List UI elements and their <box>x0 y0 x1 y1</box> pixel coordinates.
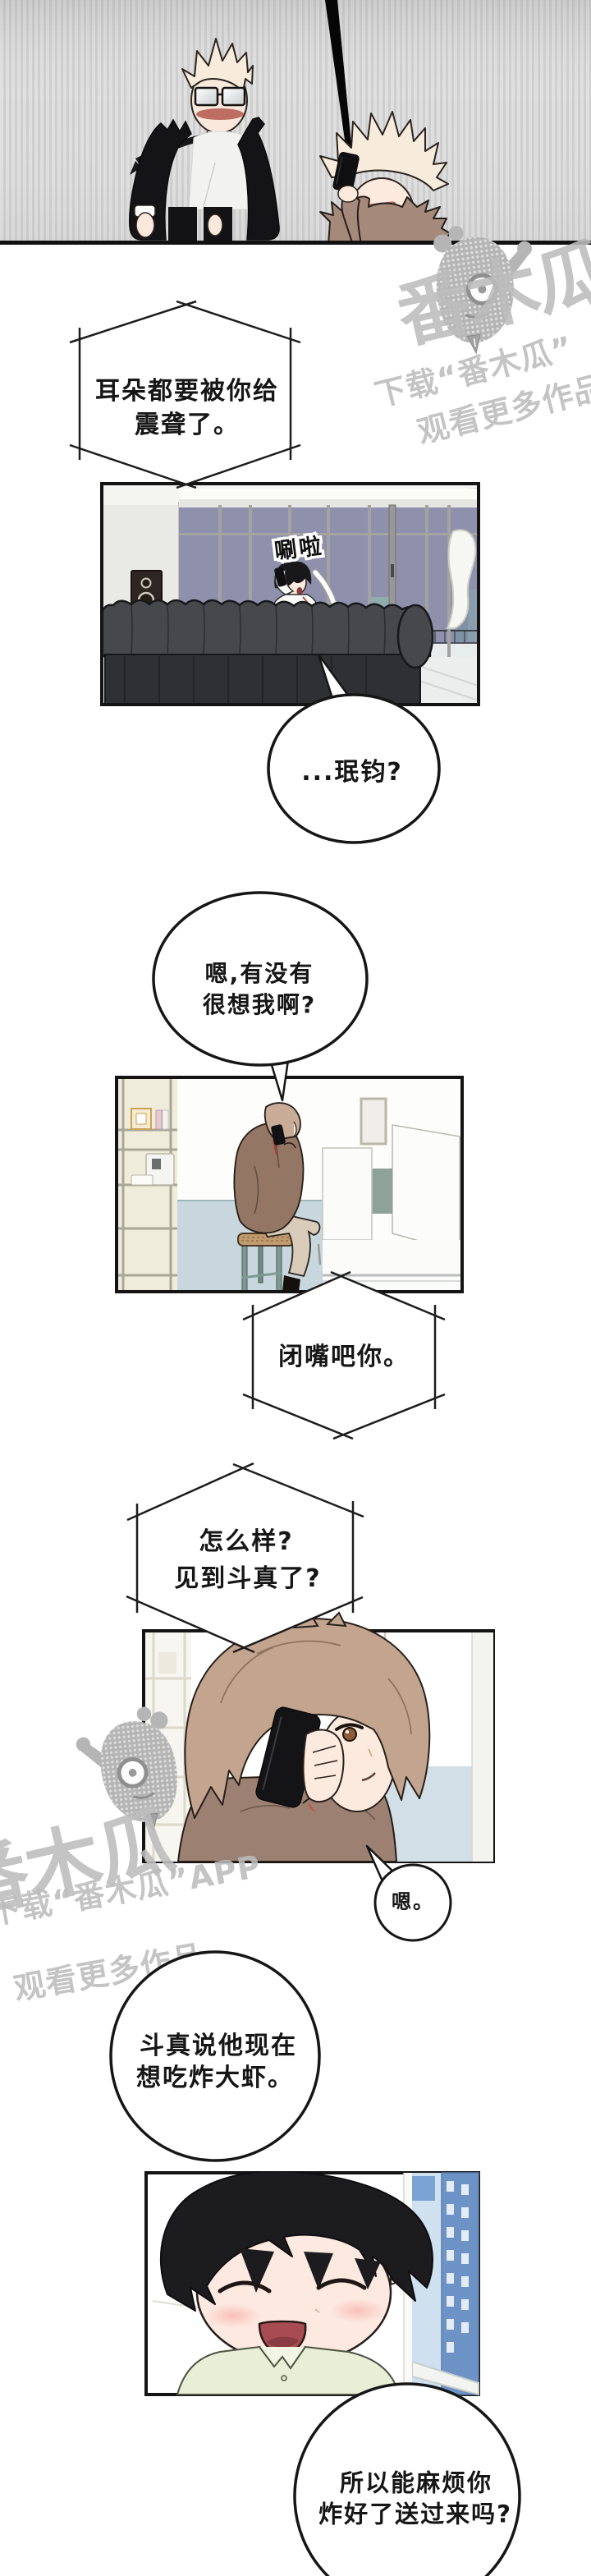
person-on-stool <box>233 1102 321 1293</box>
bubble-text: ...珉钧? <box>301 758 403 787</box>
bubble-text: 炸好了送过来吗? <box>318 2500 512 2528</box>
kitchen-counter <box>317 1097 462 1292</box>
character-brown-shirt <box>319 111 451 245</box>
bubble-text: 耳朵都要被你给 <box>95 377 279 406</box>
bubble-text: 嗯,有没有 <box>204 960 314 987</box>
character-suit-glasses <box>129 38 280 241</box>
closed-eye-left <box>218 2280 272 2294</box>
bubble-text: 斗真说他现在 <box>140 2032 297 2060</box>
stool <box>237 1233 295 1293</box>
panel-4-illustration <box>142 1608 495 1863</box>
lounge-chair <box>446 529 477 629</box>
bubble-text: 很想我啊? <box>202 991 317 1018</box>
papaya-mascot-icon <box>433 226 532 355</box>
panel-3-illustration <box>115 1076 464 1293</box>
window-city <box>403 2172 479 2396</box>
bubble-text: 怎么样? <box>199 1527 294 1556</box>
bubble-text: 闭嘴吧你。 <box>278 1343 410 1371</box>
black-hair <box>159 2171 433 2312</box>
sfx-text: 唰啦 <box>273 533 326 565</box>
bubble-text: 震聋了。 <box>135 411 240 439</box>
glasses-icon <box>194 86 246 107</box>
panel-5-illustration <box>144 2171 480 2396</box>
bubble-text: 想吃炸大虾。 <box>136 2064 294 2092</box>
bubble-text: 所以能麻烦你 <box>339 2468 493 2497</box>
phone-icon <box>332 151 360 193</box>
bubble-text: 嗯。 <box>392 1890 434 1913</box>
shelf-unit <box>117 1077 177 1292</box>
bubble-text: 见到斗真了? <box>174 1564 322 1593</box>
panel-2-illustration <box>100 482 480 706</box>
panel-1-illustration <box>0 0 591 245</box>
hand <box>302 1729 345 1803</box>
papaya-mascot-icon <box>76 1706 177 1833</box>
eye <box>342 1727 357 1742</box>
closed-eye-right <box>316 2278 367 2290</box>
